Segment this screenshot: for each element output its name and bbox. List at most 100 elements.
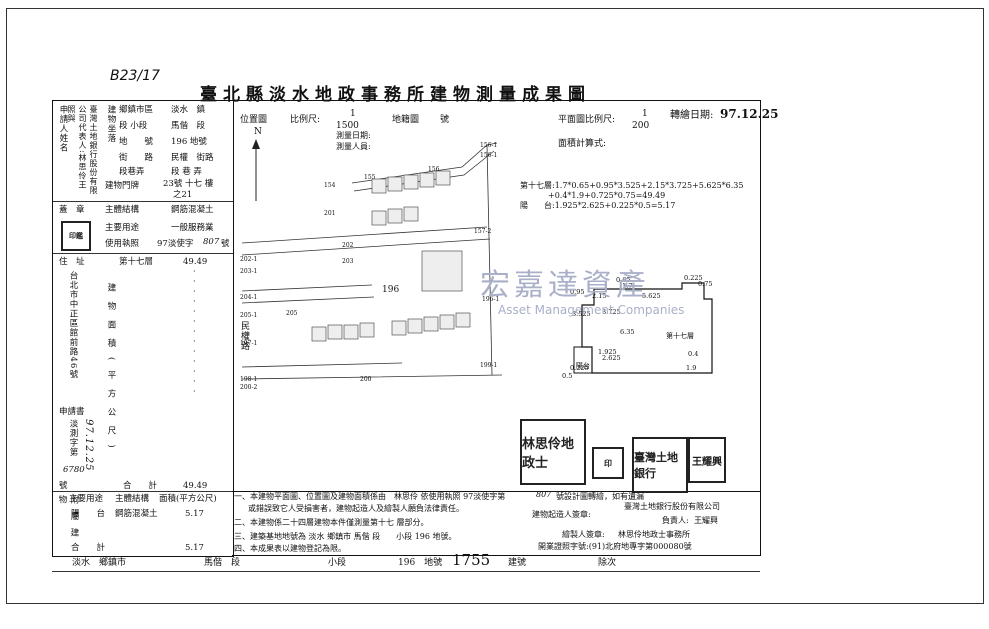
total-row: 號 合 計 49.49 [53, 479, 233, 492]
owner-label: 負責人: [662, 516, 689, 525]
floor-dimension: 2.15 [592, 292, 607, 300]
permit-label: 使用執照 [105, 239, 140, 249]
bottom-building-no: 1755 [452, 551, 491, 569]
parcel-label: 156 [428, 166, 440, 173]
cadastral-map-label: 地籍圖 [392, 115, 420, 125]
balcony-outline [573, 346, 593, 374]
bottom-lot: 196 地號 [398, 558, 443, 568]
floor-plan-scale-num: 1 [642, 109, 648, 119]
bottom-subsection: 小段 [328, 558, 347, 568]
parcel-label: 204-1 [240, 294, 258, 301]
owner-value: 王耀興 [694, 516, 718, 525]
builder-label: 建物起造人簽章: [532, 510, 591, 519]
drawer-value: 林思伶地政士事務所 [618, 530, 690, 539]
floor-dimension: 1.9 [686, 364, 697, 372]
bank-seal-text: 臺灣土地銀行 [634, 451, 678, 480]
parcel-label: 156-1 [480, 142, 498, 149]
district-label: 鄉鎮市區 [119, 105, 154, 115]
note-4: 四、本成果表以建物登記為限。 [234, 544, 346, 553]
seal-text: 印鑑 [69, 231, 83, 240]
builder-value: 臺灣土地銀行股份有限公司 [624, 502, 720, 511]
parcel-label: 203-1 [240, 268, 258, 275]
floor-dimension: 3.725 [602, 308, 621, 316]
address-value: 台北市中正區館前路46號 [68, 271, 78, 379]
area-row-dot: · [193, 277, 196, 287]
note-3: 三、建築基地地號為 淡水 鄉鎮市 馬偕 段 小段 196 地號。 [234, 532, 457, 541]
small-seal: 印 [592, 447, 624, 479]
structure-value: 鋼筋混凝土 [171, 205, 214, 215]
main-drawing-area: 位置圖 比例尺: 1 1500 地籍圖 號 測量日期: 測量人員: N 民權路 … [232, 100, 778, 493]
floor-dimension: 5.625 [642, 292, 661, 300]
bottom-township: 淡水 鄉鎮市 [72, 558, 127, 568]
permit-no: 807 [203, 237, 220, 247]
permit-value: 97淡使字 [157, 239, 194, 249]
calc-line-1: 第十七層:1.7*0.65+0.95*3.525+2.15*3.725+5.62… [520, 181, 744, 190]
applicant-label: 申請人姓名 [58, 105, 68, 153]
floor-plan-balcony: 陽台 [576, 362, 590, 370]
parcel-label: 196 [382, 285, 400, 295]
attached-row-area: 5.17 [185, 509, 204, 519]
district-value: 淡水 鎮 [171, 105, 206, 115]
floor-dimension: 2.625 [602, 354, 621, 362]
door-value-2: 之21 [173, 190, 193, 200]
location-map-label: 位置圖 [240, 115, 268, 125]
area-row-dot: · [193, 317, 196, 327]
north-arrow-head [252, 139, 260, 149]
bank-seal: 臺灣土地銀行 [632, 437, 688, 493]
calc-line-2: +0.4*1.9+0.725*0.75=49.49 [548, 191, 666, 200]
attached-row-structure: 鋼筋混凝土 [115, 509, 158, 519]
location-map [241, 139, 503, 380]
floor-dimension: 0.225 [570, 364, 589, 372]
left-table: 申請人姓名 臺灣土地銀行股份有限公司代表人:林思伶王照與 建物坐落 鄉鎮市區 淡… [52, 100, 234, 557]
area-row-dot: · [193, 307, 196, 317]
chairman-seal: 王耀興 [688, 437, 726, 483]
parcel-label: 202 [342, 242, 354, 249]
lot-value: 196 地號 [171, 137, 207, 147]
road-label: 街 路 [119, 153, 154, 163]
section-value: 馬偕 段 [171, 121, 206, 131]
application-value: 淡測字第 [68, 419, 78, 457]
floor-dimension: 0.4 [688, 350, 699, 358]
license-no: 開業證照字號:(91)北府地專字第000080號 [538, 542, 692, 551]
bottom-order: 除次 [598, 558, 617, 568]
use-value: 一般服務業 [171, 223, 214, 233]
applicant-value: 臺灣土地銀行股份有限公司代表人:林思伶王照與 [67, 105, 98, 195]
floor-plan-floor-name: 第十七層 [666, 332, 694, 340]
parcel-label: 205-1 [240, 312, 258, 319]
parcel-label: 199-1 [480, 362, 498, 369]
note-1c: 或錯誤致它人受損害者，建物起造人及繪製人願負法律責任。 [248, 504, 464, 513]
parcel-label: 196-1 [482, 296, 500, 303]
attached-sum-area: 5.17 [185, 543, 204, 553]
area-row-dot: · [193, 267, 196, 277]
section-label: 段 小段 [119, 121, 148, 131]
parcel-label: 200-2 [240, 384, 258, 391]
floor-dimension: 1.7 [622, 282, 633, 290]
area-label: 建物面積(平方公尺) [106, 283, 116, 458]
attached-sum-label: 合 計 [71, 543, 106, 553]
note-1b: 號設計圖轉繪，如有遺漏 [556, 492, 644, 501]
parcel-label: 205 [286, 310, 298, 317]
area-row-dot: · [193, 367, 196, 377]
bottom-building-label: 建號 [508, 558, 527, 568]
floor1-area: 49.49 [183, 257, 208, 267]
floor1-name: 第十七層 [119, 257, 154, 267]
application-no: 6780 [63, 465, 85, 475]
building-district-label: 建物坐落 [106, 105, 116, 143]
draw-date-label: 轉繪日期: [670, 110, 714, 121]
calc-line-3: 陽 台:1.925*2.625+0.225*0.5=5.17 [520, 201, 676, 210]
location-scale-den: 1500 [336, 121, 359, 131]
attached-label: 附屬建物 [57, 495, 79, 545]
surveyor: 測量人員: [336, 142, 371, 151]
floor-dimension: 0.95 [570, 288, 585, 296]
drafter-seal: 林思伶地政士 [520, 419, 586, 485]
drafter-seal-text: 林思伶地政士 [522, 437, 575, 471]
application-date: 97.12.25 [83, 419, 94, 472]
address-area-row: 住 址 台北市中正區館前路46號 建物面積(平方公尺) 第十七層 49.49 ·… [53, 253, 233, 458]
parcel-label: 157-2 [474, 228, 492, 235]
applicant-row: 申請人姓名 臺灣土地銀行股份有限公司代表人:林思伶王照與 建物坐落 鄉鎮市區 淡… [53, 101, 233, 202]
watermark-en: Asset Management Companies [498, 303, 685, 317]
floor-plan-scale-label: 平面圖比例尺: [558, 115, 616, 125]
area-row-dot: · [193, 387, 196, 397]
parcel-label: 154 [324, 182, 336, 189]
seal-label: 蓋 章 [59, 205, 85, 215]
